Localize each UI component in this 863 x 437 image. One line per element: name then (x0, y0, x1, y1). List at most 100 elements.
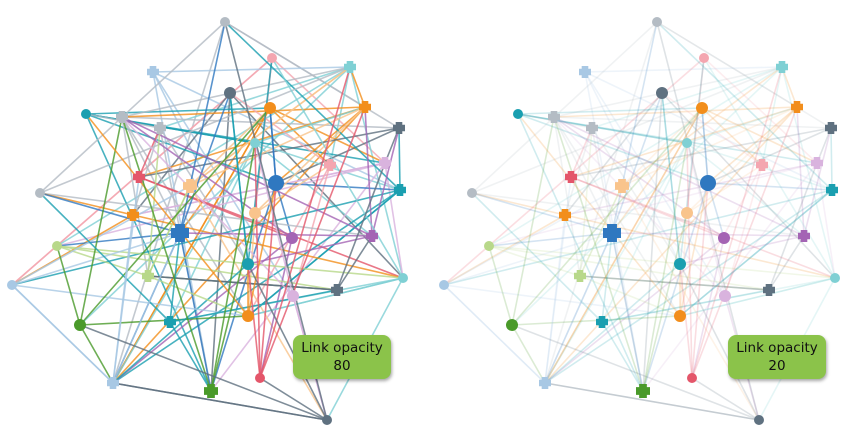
plus-node[interactable] (636, 384, 650, 398)
link (761, 66, 783, 166)
circle-node[interactable] (696, 102, 708, 114)
plus-node[interactable] (107, 377, 119, 389)
plus-node[interactable] (756, 159, 768, 171)
plus-node[interactable] (603, 224, 621, 242)
plus-node[interactable] (147, 66, 159, 78)
plus-node[interactable] (539, 377, 551, 389)
link (830, 127, 833, 191)
link (564, 92, 663, 216)
circle-node[interactable] (267, 53, 277, 63)
plus-node[interactable] (324, 159, 336, 171)
circle-node[interactable] (674, 258, 686, 270)
circle-node[interactable] (484, 241, 494, 251)
circle-node[interactable] (268, 175, 284, 191)
circle-node[interactable] (322, 415, 332, 425)
circle-node[interactable] (467, 188, 477, 198)
circle-node[interactable] (7, 280, 17, 290)
link (384, 162, 404, 279)
circle-node[interactable] (719, 290, 731, 302)
circle-node[interactable] (681, 207, 693, 219)
circle-node[interactable] (513, 109, 523, 119)
circle-node[interactable] (398, 273, 408, 283)
plus-node[interactable] (811, 157, 823, 169)
link (259, 182, 277, 379)
plus-node[interactable] (825, 122, 837, 134)
circle-node[interactable] (652, 17, 662, 27)
link (349, 66, 404, 279)
circle-node[interactable] (830, 273, 840, 283)
plus-node[interactable] (344, 61, 356, 73)
circle-node[interactable] (52, 241, 62, 251)
plus-node[interactable] (379, 157, 391, 169)
plus-node[interactable] (548, 111, 560, 123)
circle-node[interactable] (656, 87, 668, 99)
plus-node[interactable] (366, 230, 378, 242)
plus-node[interactable] (133, 171, 145, 183)
circle-node[interactable] (242, 258, 254, 270)
link (656, 21, 833, 191)
circle-node[interactable] (699, 53, 709, 63)
link (488, 162, 818, 247)
circle-node[interactable] (249, 207, 261, 219)
circle-node[interactable] (754, 415, 764, 425)
plus-node[interactable] (798, 230, 810, 242)
plus-node[interactable] (204, 384, 218, 398)
link (686, 142, 726, 297)
plus-node[interactable] (116, 111, 128, 123)
circle-node[interactable] (687, 373, 697, 383)
circle-node[interactable] (224, 87, 236, 99)
circle-node[interactable] (439, 280, 449, 290)
plus-node[interactable] (615, 179, 629, 193)
circle-node[interactable] (81, 109, 91, 119)
circle-node[interactable] (287, 290, 299, 302)
plus-node[interactable] (776, 61, 788, 73)
plus-node[interactable] (586, 122, 598, 134)
plus-node[interactable] (127, 209, 139, 221)
circle-node[interactable] (674, 310, 686, 322)
plus-node[interactable] (791, 101, 803, 113)
link (269, 107, 386, 164)
link (85, 107, 271, 115)
plus-node[interactable] (574, 270, 586, 282)
link-opacity-value: 20 (768, 358, 786, 374)
circle-node[interactable] (220, 17, 230, 27)
link (601, 142, 688, 323)
plus-node[interactable] (394, 184, 406, 196)
circle-node[interactable] (286, 232, 298, 244)
plus-node[interactable] (565, 171, 577, 183)
plus-node[interactable] (826, 184, 838, 196)
plus-node[interactable] (154, 122, 166, 134)
plus-node[interactable] (171, 224, 189, 242)
circle-node[interactable] (242, 310, 254, 322)
link (517, 113, 688, 144)
circle-node[interactable] (74, 319, 86, 331)
plus-node[interactable] (559, 209, 571, 221)
circle-node[interactable] (700, 175, 716, 191)
link (121, 106, 366, 118)
link (656, 21, 798, 108)
circle-node[interactable] (255, 373, 265, 383)
plus-node[interactable] (579, 66, 591, 78)
plus-node[interactable] (359, 101, 371, 113)
link (121, 116, 373, 237)
circle-node[interactable] (682, 138, 692, 148)
circle-node[interactable] (264, 102, 276, 114)
link (686, 57, 705, 214)
link (247, 263, 328, 421)
plus-node[interactable] (164, 316, 176, 328)
plus-node[interactable] (596, 316, 608, 328)
link (691, 237, 725, 379)
plus-node[interactable] (393, 122, 405, 134)
link (56, 245, 404, 279)
plus-node[interactable] (331, 284, 343, 296)
link (443, 214, 566, 286)
plus-node[interactable] (763, 284, 775, 296)
link (79, 324, 114, 384)
circle-node[interactable] (250, 138, 260, 148)
link (511, 116, 555, 326)
circle-node[interactable] (35, 188, 45, 198)
circle-node[interactable] (506, 319, 518, 331)
plus-node[interactable] (183, 179, 197, 193)
circle-node[interactable] (718, 232, 730, 244)
plus-node[interactable] (142, 270, 154, 282)
